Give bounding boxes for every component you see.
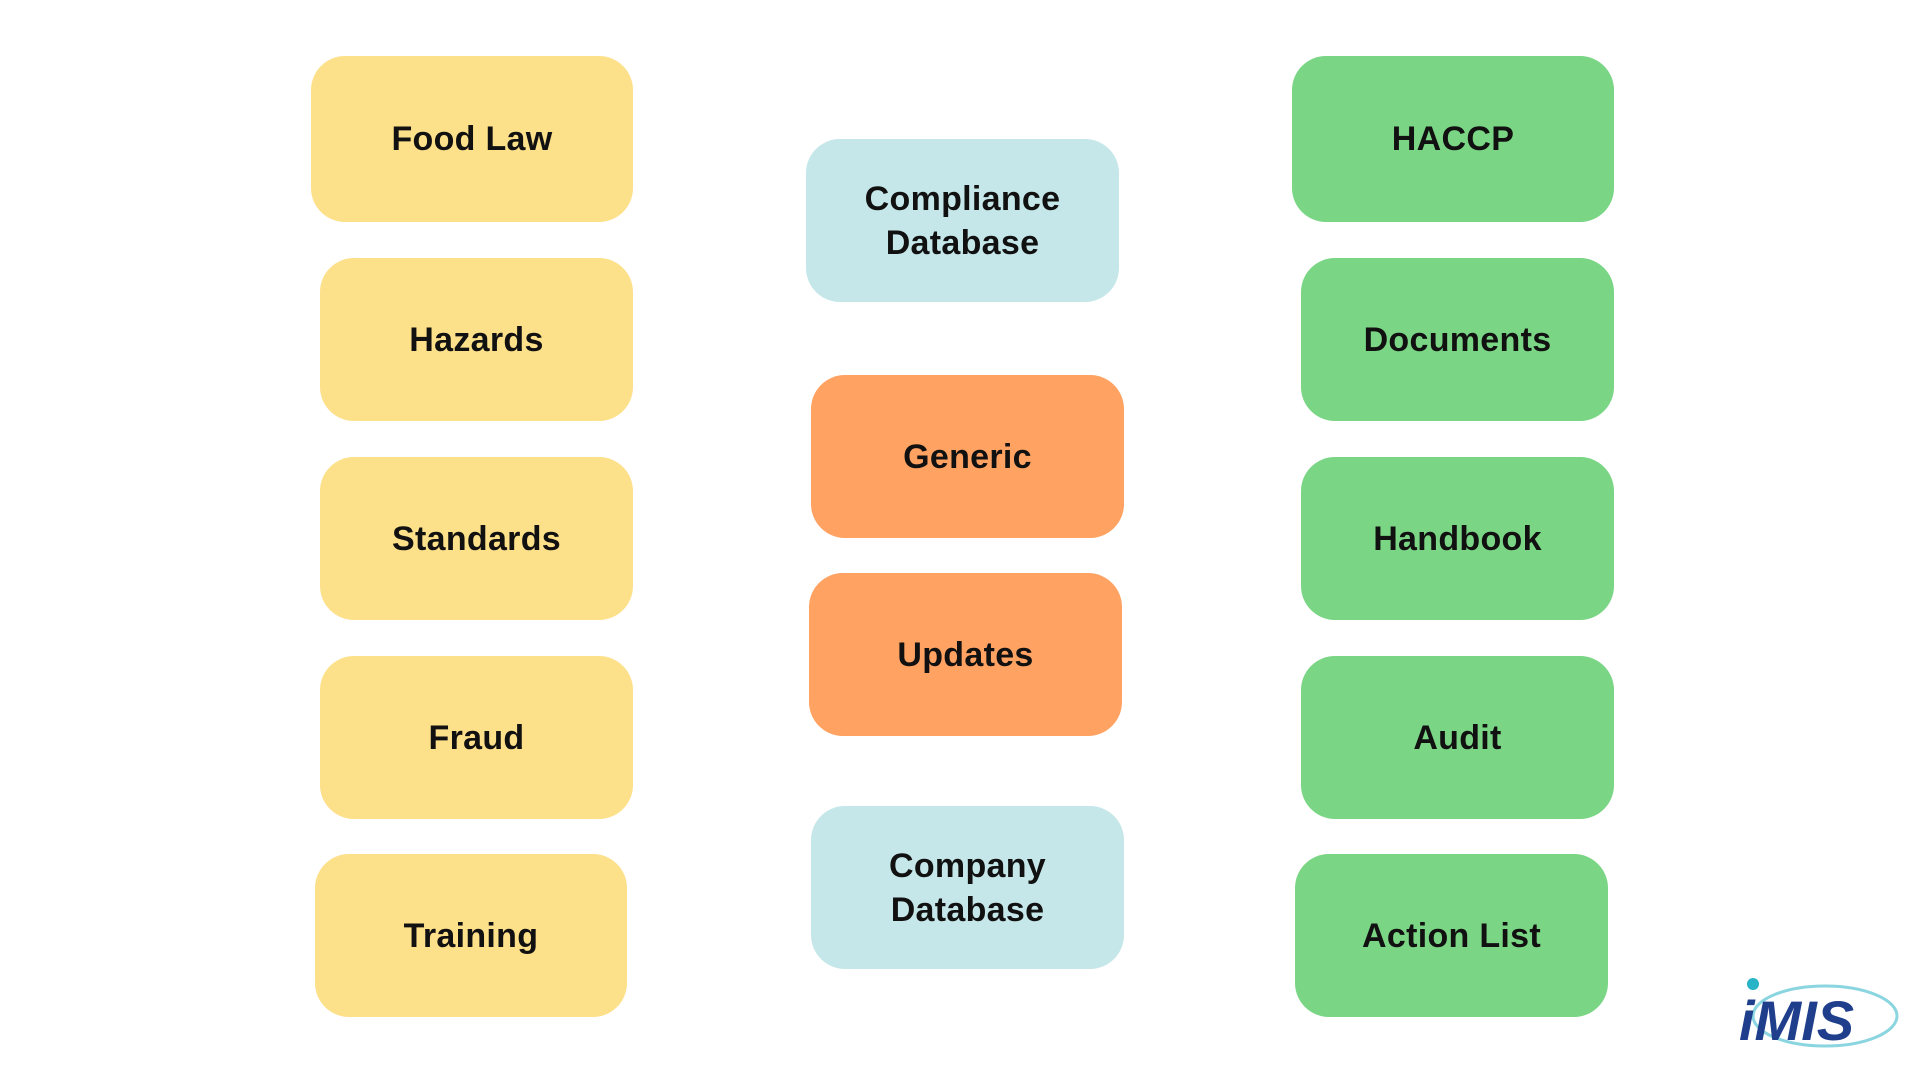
tile-label: Training: [403, 916, 539, 955]
tile-food-law: Food Law: [311, 56, 633, 222]
tile-label: Action List: [1362, 916, 1541, 955]
tile-label: Documents: [1363, 320, 1552, 359]
tile-label: Updates: [897, 635, 1034, 674]
tile-action-list: Action List: [1295, 854, 1608, 1017]
imis-logo: iMIS: [1739, 978, 1899, 1052]
logo-swoosh: [1751, 984, 1899, 1048]
tile-training: Training: [315, 854, 627, 1017]
tile-label: HACCP: [1391, 120, 1515, 158]
tile-label: Compliance Database: [864, 179, 1061, 262]
tile-company-database: Company Database: [811, 806, 1124, 969]
tile-handbook: Handbook: [1301, 457, 1614, 620]
logo-text: iMIS: [1739, 989, 1854, 1052]
tile-label: Generic: [903, 437, 1032, 476]
tile-label: Audit: [1413, 718, 1502, 757]
tile-generic: Generic: [811, 375, 1124, 538]
tile-label: Hazards: [409, 320, 544, 359]
tile-label: Standards: [392, 519, 561, 558]
tile-label: Fraud: [428, 718, 525, 757]
tile-hazards: Hazards: [320, 258, 633, 421]
tile-haccp: HACCP: [1292, 56, 1614, 222]
logo-dot: [1747, 978, 1759, 990]
tile-compliance-database: Compliance Database: [806, 139, 1119, 302]
tile-label: Food Law: [391, 120, 553, 158]
tile-label: Handbook: [1373, 519, 1542, 558]
tile-fraud: Fraud: [320, 656, 633, 819]
tile-label: Company Database: [888, 846, 1046, 929]
tile-documents: Documents: [1301, 258, 1614, 421]
tile-standards: Standards: [320, 457, 633, 620]
tile-updates: Updates: [809, 573, 1122, 736]
tile-audit: Audit: [1301, 656, 1614, 819]
